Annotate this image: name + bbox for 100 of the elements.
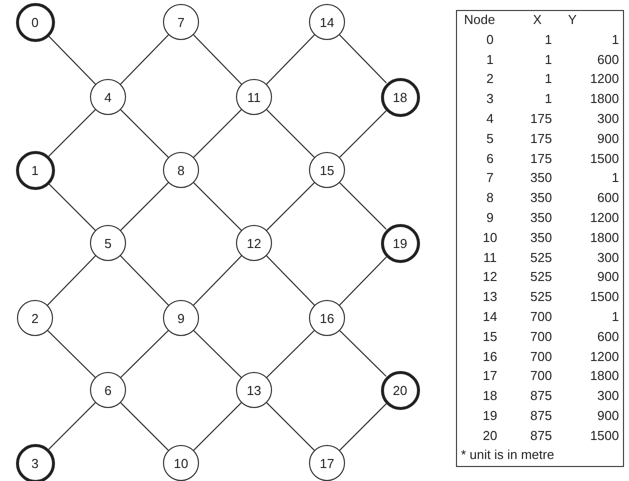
connector-line	[48, 402, 96, 450]
connector-line	[266, 182, 315, 231]
table-cell: 900	[597, 269, 619, 286]
table-cell: 1	[544, 52, 552, 68]
table-cell-text: 7	[485, 170, 495, 186]
table-cell: 350	[530, 210, 552, 226]
table-cell: 525	[530, 269, 552, 286]
table-cell: 300	[597, 250, 619, 266]
table-cell: 1	[544, 71, 552, 88]
table-cell: 1800	[590, 368, 619, 384]
table-cell-text: 4	[485, 111, 495, 127]
table-cell-text: 3	[485, 91, 495, 108]
node-circle: 12	[236, 225, 272, 261]
node-circle: 10	[163, 445, 199, 481]
node-circle: 3	[16, 444, 54, 481]
node-circle: 14	[309, 4, 345, 40]
connector-line	[193, 330, 242, 378]
table-cell-text: 15	[482, 328, 498, 345]
table-cell: 700	[530, 368, 552, 384]
table-cell-text: 14	[482, 309, 498, 325]
table-cell: 1200	[590, 348, 619, 365]
table-cell-text: 8	[485, 190, 495, 206]
node-circle: 2	[17, 300, 53, 336]
table-cell: 700	[530, 348, 552, 365]
table-cell: 600	[597, 328, 619, 345]
table-cell: 175	[530, 150, 552, 167]
table-cell: 875	[530, 428, 552, 444]
node-circle: 6	[90, 372, 126, 408]
connector-line	[339, 330, 387, 377]
table-cell: 875	[530, 408, 552, 424]
table-cell-text: 12	[482, 269, 498, 286]
connector-line	[266, 109, 315, 158]
node-circle: 18	[380, 78, 420, 116]
table-cell: 700	[530, 309, 552, 325]
connector-line	[120, 109, 169, 158]
node-circle: 16	[309, 300, 345, 336]
node-circle: 5	[90, 225, 126, 261]
table-cell: 300	[597, 111, 619, 127]
table-cell-text: 17	[482, 368, 498, 384]
table-cell: 1200	[590, 71, 619, 88]
table-cell: 1	[544, 32, 552, 48]
table-cell: 175	[530, 130, 552, 147]
connector-line	[193, 402, 242, 451]
table-cell-text: 13	[482, 289, 498, 306]
column-header: Y	[568, 12, 577, 28]
connector-line	[48, 109, 96, 157]
table-cell: 525	[530, 289, 552, 306]
table-cell-text: 19	[482, 408, 498, 424]
connector-line	[339, 256, 387, 306]
table-cell: 1	[544, 91, 552, 108]
column-header: Node	[464, 12, 496, 28]
column-header: X	[533, 12, 542, 28]
connector-line	[193, 182, 242, 231]
table-cell: 1500	[590, 289, 619, 306]
table-cell: 300	[597, 388, 619, 404]
table-cell-text: 9	[485, 210, 495, 226]
connector-line	[193, 109, 242, 158]
connector-line	[193, 255, 242, 306]
table-cell: 1200	[590, 210, 619, 226]
table-cell-text: 16	[482, 348, 498, 365]
table-cell-text: 11	[482, 250, 498, 266]
node-circle: 9	[163, 300, 199, 336]
node-circle: 13	[236, 372, 272, 408]
connector-line	[339, 182, 387, 230]
table-cell-text: 10	[482, 230, 498, 246]
connector-line	[339, 403, 387, 451]
table-cell: 600	[597, 190, 619, 206]
table-cell: 350	[530, 170, 552, 186]
node-circle: 1	[16, 150, 54, 190]
table-cell-text: 1	[485, 52, 495, 68]
table-cell-text: 20	[482, 428, 498, 444]
table-cell: 700	[530, 328, 552, 345]
node-circle: 15	[309, 152, 345, 188]
connector-line	[120, 330, 169, 378]
connector-line	[339, 34, 387, 84]
table-cell: 900	[597, 408, 619, 424]
table-cell: 1	[612, 170, 619, 186]
table-note: * unit is in metre	[461, 447, 554, 463]
node-circle: 17	[309, 445, 345, 481]
table-cell: 875	[530, 388, 552, 404]
connector-line	[193, 34, 242, 85]
connector-line	[266, 255, 315, 306]
connector-line	[120, 182, 169, 231]
table-cell-text: 0	[485, 32, 495, 48]
node-circle: 20	[380, 370, 420, 410]
connector-line	[120, 255, 169, 306]
connector-line	[339, 110, 387, 158]
table-cell: 1500	[590, 428, 619, 444]
table-cell: 1800	[590, 230, 619, 246]
connector-line	[48, 183, 96, 231]
table-cell-text: 2	[485, 71, 495, 88]
table-cell-text: 5	[485, 130, 495, 147]
connector-line	[120, 402, 169, 451]
connector-line	[266, 330, 315, 378]
table-cell: 350	[530, 190, 552, 206]
table-cell: 900	[597, 130, 619, 147]
table-cell: 175	[530, 111, 552, 127]
table-cell: 525	[530, 250, 552, 266]
connector-line	[266, 402, 315, 451]
node-circle: 7	[163, 4, 199, 40]
